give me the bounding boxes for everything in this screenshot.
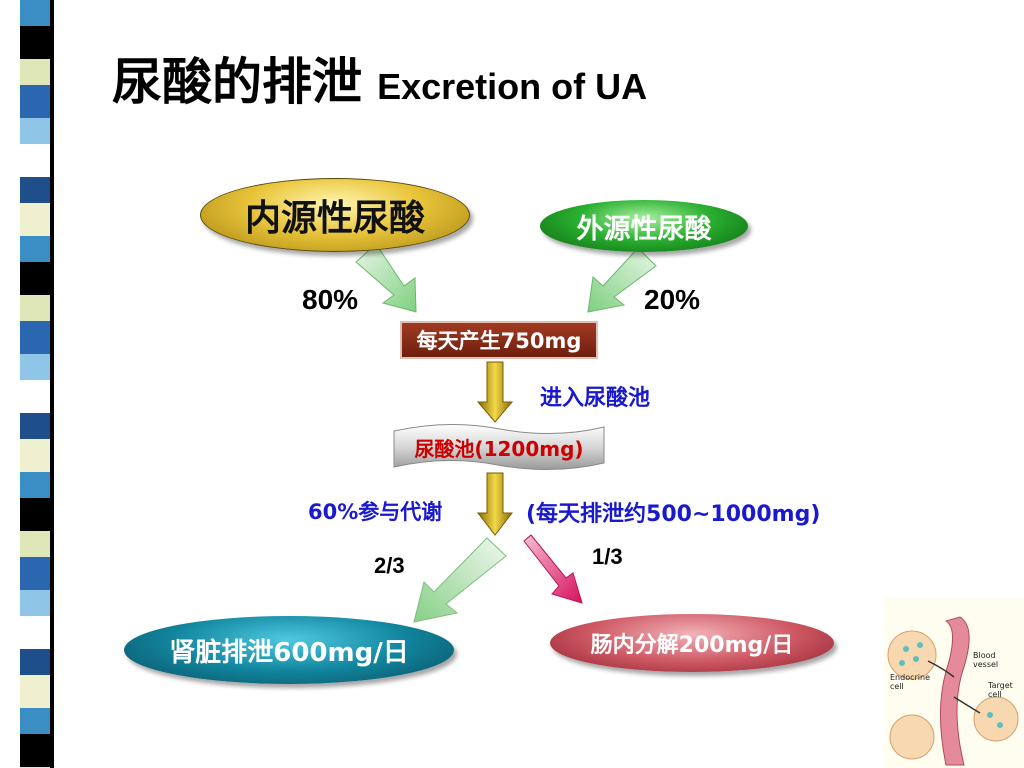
endogenous-uric-acid: 内源性尿酸	[200, 178, 470, 252]
arrow-to-pool	[476, 361, 514, 423]
exogenous-percent: 20%	[644, 284, 701, 315]
enter-pool-label: 进入尿酸池	[540, 385, 651, 411]
target-cell-label: Target cell	[988, 681, 1013, 699]
blood-vessel-label: Blood vessel	[973, 651, 999, 669]
decorative-stripe	[0, 0, 62, 768]
intestinal-decomposition: 肠内分解200mg/日	[550, 614, 834, 672]
intestinal-decomposition-label: 肠内分解200mg/日	[590, 633, 794, 658]
kidney-excretion-label: 肾脏排泄600mg/日	[169, 637, 409, 668]
kidney-excretion: 肾脏排泄600mg/日	[124, 616, 454, 684]
pool-label: 尿酸池(1200mg)	[414, 436, 584, 461]
page-title: 尿酸的排泄 Excretion of UA	[112, 42, 647, 114]
pool-banner-shape	[393, 423, 605, 471]
title-english: Excretion of UA	[377, 66, 648, 107]
metabolism-label: 60%参与代谢	[308, 500, 443, 524]
exogenous-label: 外源性尿酸	[576, 213, 712, 245]
endogenous-percent: 80%	[302, 284, 359, 315]
arrow-to-gut	[523, 534, 583, 604]
uric-acid-pool: 尿酸池(1200mg)	[392, 421, 606, 473]
arrow-to-kidney	[413, 537, 507, 623]
arrow-from-pool	[476, 472, 514, 536]
endogenous-label: 内源性尿酸	[244, 197, 425, 239]
daily-production-label: 每天产生750mg	[416, 329, 582, 353]
kidney-fraction: 2/3	[374, 553, 405, 578]
gut-fraction: 1/3	[592, 544, 623, 569]
arrow-endogenous	[355, 243, 417, 313]
exogenous-uric-acid: 外源性尿酸	[540, 200, 748, 252]
endocrine-illustration-art	[884, 597, 1024, 768]
title-chinese: 尿酸的排泄	[112, 52, 362, 111]
arrow-exogenous	[587, 247, 657, 313]
endocrine-cell-label: Endocrine cell	[890, 673, 930, 691]
daily-excretion-label: (每天排泄约500~1000mg)	[526, 502, 821, 527]
daily-production-box: 每天产生750mg	[400, 321, 598, 359]
endocrine-illustration: Blood vessel Endocrine cell Target cell	[884, 597, 1024, 768]
